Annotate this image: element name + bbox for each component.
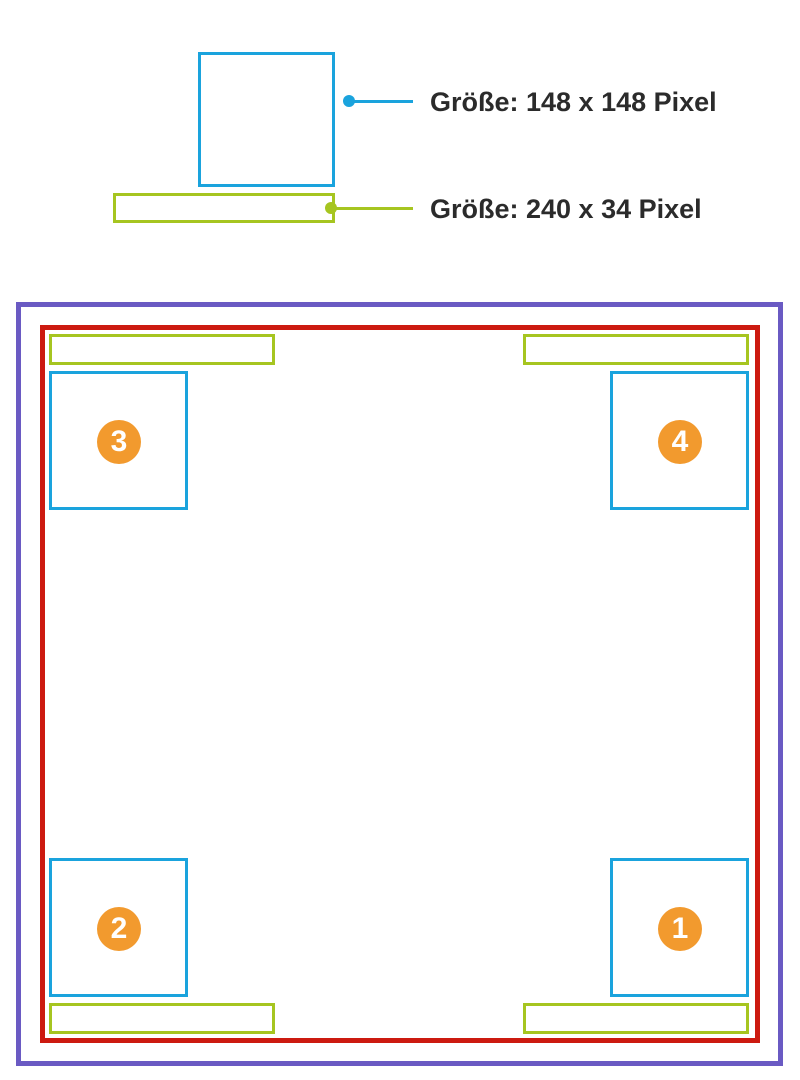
position-badge-2: 2: [97, 907, 141, 951]
bar-bottom-left: [49, 1003, 275, 1034]
inner-frame: [40, 325, 760, 1043]
outer-frame: [16, 302, 783, 1066]
legend-bar-sample: [113, 193, 335, 223]
legend-bar-label: Größe: 240 x 34 Pixel: [430, 194, 702, 224]
bar-top-left: [49, 334, 275, 365]
legend-square-sample: [198, 52, 335, 187]
legend-square-leader-line: [347, 100, 413, 103]
bar-top-right: [523, 334, 749, 365]
legend-square-label: Größe: 148 x 148 Pixel: [430, 87, 717, 117]
legend-bar-leader-dot: [325, 202, 337, 214]
legend-bar-leader-line: [330, 207, 413, 210]
bar-bottom-right: [523, 1003, 749, 1034]
position-badge-4: 4: [658, 420, 702, 464]
legend-square-leader-dot: [343, 95, 355, 107]
position-badge-3: 3: [97, 420, 141, 464]
position-badge-1: 1: [658, 907, 702, 951]
